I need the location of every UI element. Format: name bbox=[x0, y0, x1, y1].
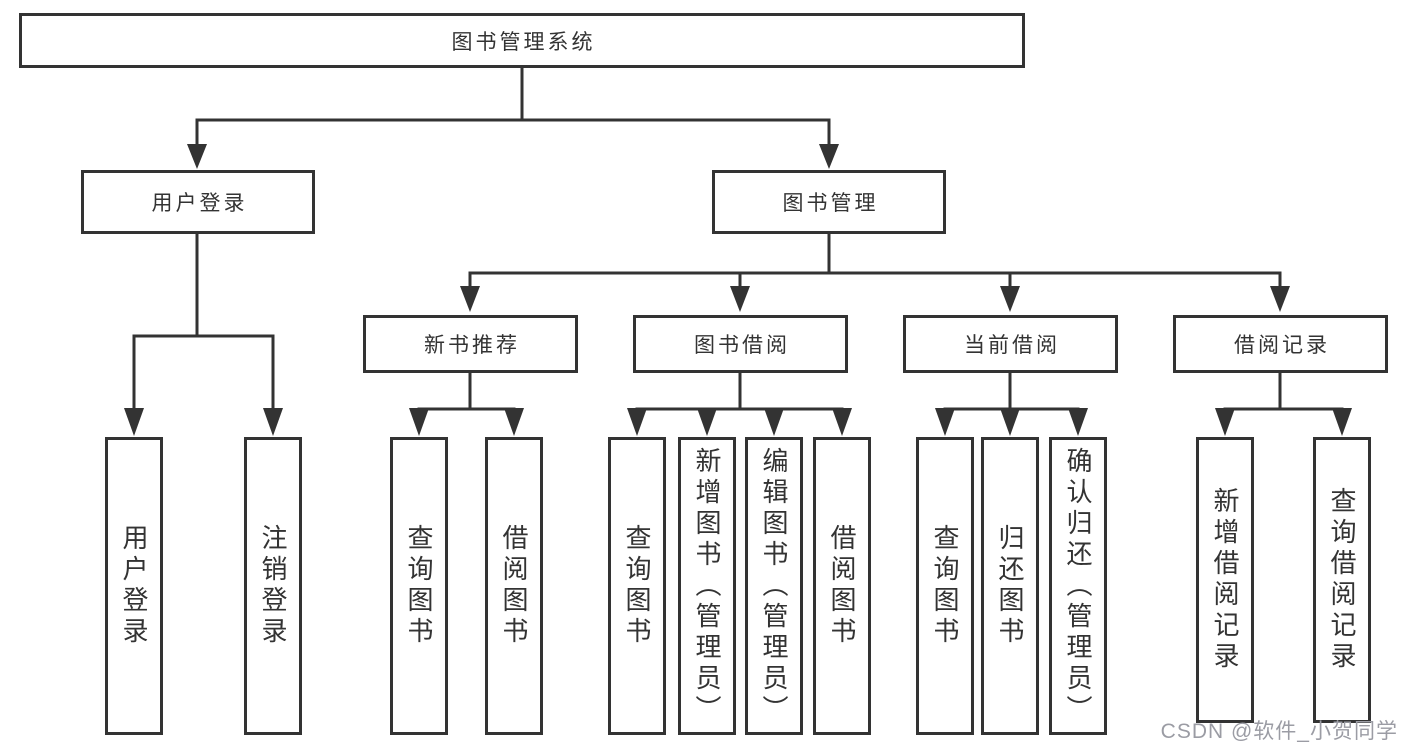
section-new-book-recommend: 新书推荐 bbox=[363, 315, 578, 373]
leaf-borrow-edit-book-admin-label: 编辑图书（管理员） bbox=[759, 446, 789, 726]
leaf-borrow-add-book-admin-label: 新增图书（管理员） bbox=[692, 446, 722, 726]
leaf-borrow-query-book: 查询图书 bbox=[608, 437, 666, 735]
section-borrow-records-label: 借阅记录 bbox=[1234, 334, 1330, 357]
leaf-borrow-add-book-admin: 新增图书（管理员） bbox=[678, 437, 736, 735]
section-new-book-recommend-label: 新书推荐 bbox=[424, 334, 520, 357]
root-node-label: 图书管理系统 bbox=[451, 30, 596, 54]
branch-user-login: 用户登录 bbox=[81, 170, 315, 234]
leaf-recommend-query-book: 查询图书 bbox=[390, 437, 448, 735]
leaf-borrow-edit-book-admin: 编辑图书（管理员） bbox=[745, 437, 803, 735]
leaf-user-login-label: 用户登录 bbox=[119, 524, 149, 648]
section-borrow-records: 借阅记录 bbox=[1173, 315, 1388, 373]
csdn-watermark: CSDN @软件_小贺同学 bbox=[1160, 720, 1398, 743]
branch-user-login-label: 用户登录 bbox=[151, 192, 248, 215]
leaf-current-query-book: 查询图书 bbox=[916, 437, 974, 735]
leaf-current-query-book-label: 查询图书 bbox=[930, 524, 960, 648]
leaf-current-confirm-return-admin: 确认归还（管理员） bbox=[1049, 437, 1107, 735]
leaf-user-login: 用户登录 bbox=[105, 437, 163, 735]
leaf-user-logout-label: 注销登录 bbox=[258, 524, 288, 648]
leaf-recommend-borrow-book: 借阅图书 bbox=[485, 437, 543, 735]
branch-book-management: 图书管理 bbox=[712, 170, 946, 234]
leaf-user-logout: 注销登录 bbox=[244, 437, 302, 735]
section-book-borrow: 图书借阅 bbox=[633, 315, 848, 373]
leaf-recommend-query-book-label: 查询图书 bbox=[404, 524, 434, 648]
leaf-records-query-record: 查询借阅记录 bbox=[1313, 437, 1371, 723]
leaf-current-return-book-label: 归还图书 bbox=[995, 524, 1025, 648]
leaf-records-add-record: 新增借阅记录 bbox=[1196, 437, 1254, 723]
section-current-borrow: 当前借阅 bbox=[903, 315, 1118, 373]
root-node-library-system: 图书管理系统 bbox=[19, 13, 1025, 68]
leaf-records-add-record-label: 新增借阅记录 bbox=[1210, 487, 1240, 673]
leaf-current-return-book: 归还图书 bbox=[981, 437, 1039, 735]
leaf-borrow-borrow-book: 借阅图书 bbox=[813, 437, 871, 735]
leaf-records-query-record-label: 查询借阅记录 bbox=[1327, 487, 1357, 673]
leaf-recommend-borrow-book-label: 借阅图书 bbox=[499, 524, 529, 648]
leaf-borrow-borrow-book-label: 借阅图书 bbox=[827, 524, 857, 648]
section-book-borrow-label: 图书借阅 bbox=[694, 334, 790, 357]
section-current-borrow-label: 当前借阅 bbox=[964, 334, 1060, 357]
leaf-borrow-query-book-label: 查询图书 bbox=[622, 524, 652, 648]
branch-book-management-label: 图书管理 bbox=[782, 192, 879, 215]
leaf-current-confirm-return-admin-label: 确认归还（管理员） bbox=[1063, 446, 1093, 726]
